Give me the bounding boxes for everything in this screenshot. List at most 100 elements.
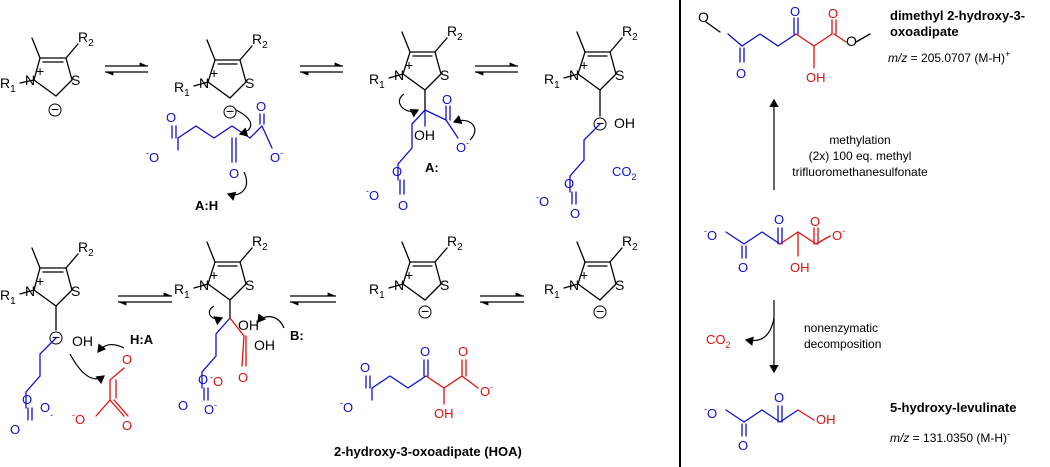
svg-text:O: O [122,418,132,433]
svg-text:+: + [36,63,44,79]
svg-text:-O: -O [704,226,717,243]
svg-text:N: N [569,277,579,293]
svg-text:O: O [229,166,239,181]
dimethyl-name-line1: dimethyl 2-hydroxy-3- [890,8,1025,23]
svg-text:OH: OH [254,337,275,353]
dimethyl-mz: m/z = 205.0707 (M-H)+ [888,49,1010,65]
svg-text:OH: OH [238,317,259,333]
equilibrium-arrow [475,62,518,76]
methylation-line3: trifluoromethanesulfonate [792,165,928,179]
svg-text:O: O [198,372,208,387]
svg-text:O: O [738,260,748,275]
svg-text:N: N [25,72,35,88]
thiazolium-ylide-3: R1 R2 N + S − [369,233,463,319]
svg-text:O: O [22,392,32,407]
svg-text:+: + [36,273,44,289]
svg-text:-O: -O [210,372,223,389]
svg-text:O-: O- [832,226,845,243]
svg-text:−: − [226,103,234,119]
svg-text:O: O [256,99,266,114]
hydroxy-levulinate: OH -O O O [704,390,836,453]
svg-text:O-: O- [270,148,283,165]
svg-text:O: O [828,6,838,21]
svg-text:S: S [245,277,254,293]
svg-text:OH: OH [806,70,826,85]
svg-text:O-: O- [456,138,469,155]
svg-text:H:A: H:A [130,332,154,347]
svg-text:O-: O- [40,400,53,420]
svg-text:R1: R1 [544,281,560,301]
svg-text:+: + [405,267,413,283]
svg-text:R1: R1 [369,71,385,91]
svg-text:N: N [199,277,209,293]
svg-text:O: O [238,370,248,385]
svg-text:-O: -O [72,410,85,427]
svg-text:−: − [52,329,60,345]
equilibrium-arrow [118,292,172,306]
svg-text:R2: R2 [78,29,94,49]
glyoxylate-attack: R1 R2 N + S − OH O O O- O -O O H:A [0,239,154,437]
co2-released: CO2 [706,332,731,350]
svg-text:−: − [596,115,604,131]
svg-text:OH: OH [816,412,836,427]
svg-text:N: N [25,283,35,299]
svg-text:R2: R2 [252,233,268,253]
svg-text:N: N [394,277,404,293]
svg-text:R1: R1 [544,71,560,91]
dimethyl-name-line2: oxoadipate [890,24,959,39]
svg-text:B:: B: [290,328,304,343]
svg-text:O: O [458,344,468,359]
svg-text:O: O [420,344,430,359]
svg-text:S: S [615,67,624,83]
svg-text:O: O [442,92,452,107]
svg-text:R1: R1 [174,79,190,99]
svg-text:N: N [569,67,579,83]
decomp-line1: nonenzymatic [804,321,878,335]
hoa-product: O -O O OH O O- 2-hydroxy-3-oxoadipate (H… [334,344,522,459]
svg-text:O: O [738,438,748,453]
svg-text:CO2: CO2 [612,164,637,182]
svg-text:O: O [774,212,784,227]
svg-text:−: − [596,303,604,319]
svg-text:+: + [580,57,588,73]
svg-text:O: O [774,390,784,405]
svg-text:-O: -O [536,192,549,209]
svg-text:R1: R1 [369,281,385,301]
svg-text:S: S [440,67,449,83]
svg-text:R1: R1 [0,287,16,307]
thiazolium-ylide-1: R1 R2 N + S − [0,29,94,117]
svg-text:O: O [166,110,176,125]
svg-text:O-: O- [204,400,217,417]
methylation-line2: (2x) 100 eq. methyl [809,149,912,163]
svg-text:O: O [392,164,402,179]
equilibrium-arrow [300,62,343,76]
tpp-hoa-adduct: R1 R2 N + S O O O- OH OH O -O B: [174,233,304,417]
svg-text:S: S [440,277,449,293]
levulinate-name: 5-hydroxy-levulinate [890,400,1016,415]
svg-text:R2: R2 [622,233,638,253]
svg-text:O: O [564,176,574,191]
svg-text:R2: R2 [447,233,463,253]
svg-text:R2: R2 [447,23,463,43]
svg-text:2-hydroxy-3-oxoadipate (HOA): 2-hydroxy-3-oxoadipate (HOA) [334,444,522,459]
svg-text:OH: OH [414,127,435,143]
svg-text:O: O [698,9,709,25]
svg-text:O: O [810,214,820,229]
svg-text:+: + [210,65,218,81]
svg-text:+: + [580,267,588,283]
svg-text:-O: -O [704,404,717,421]
svg-text:OH: OH [434,406,454,421]
svg-text:R2: R2 [78,239,94,259]
dimethyl-hoa: O O O OH O O [698,4,871,85]
svg-text:-O: -O [366,186,379,203]
enamine-intermediate: R1 R2 N + S − OH O -O O CO2 [536,23,638,221]
svg-text:OH: OH [790,260,810,275]
svg-text:S: S [615,277,624,293]
svg-text:O: O [360,360,370,375]
svg-text:O: O [398,198,408,213]
svg-text:−: − [421,303,429,319]
svg-text:R2: R2 [622,23,638,43]
svg-text:R1: R1 [174,281,190,301]
svg-text:OH: OH [614,115,635,131]
svg-text:S: S [71,283,80,299]
